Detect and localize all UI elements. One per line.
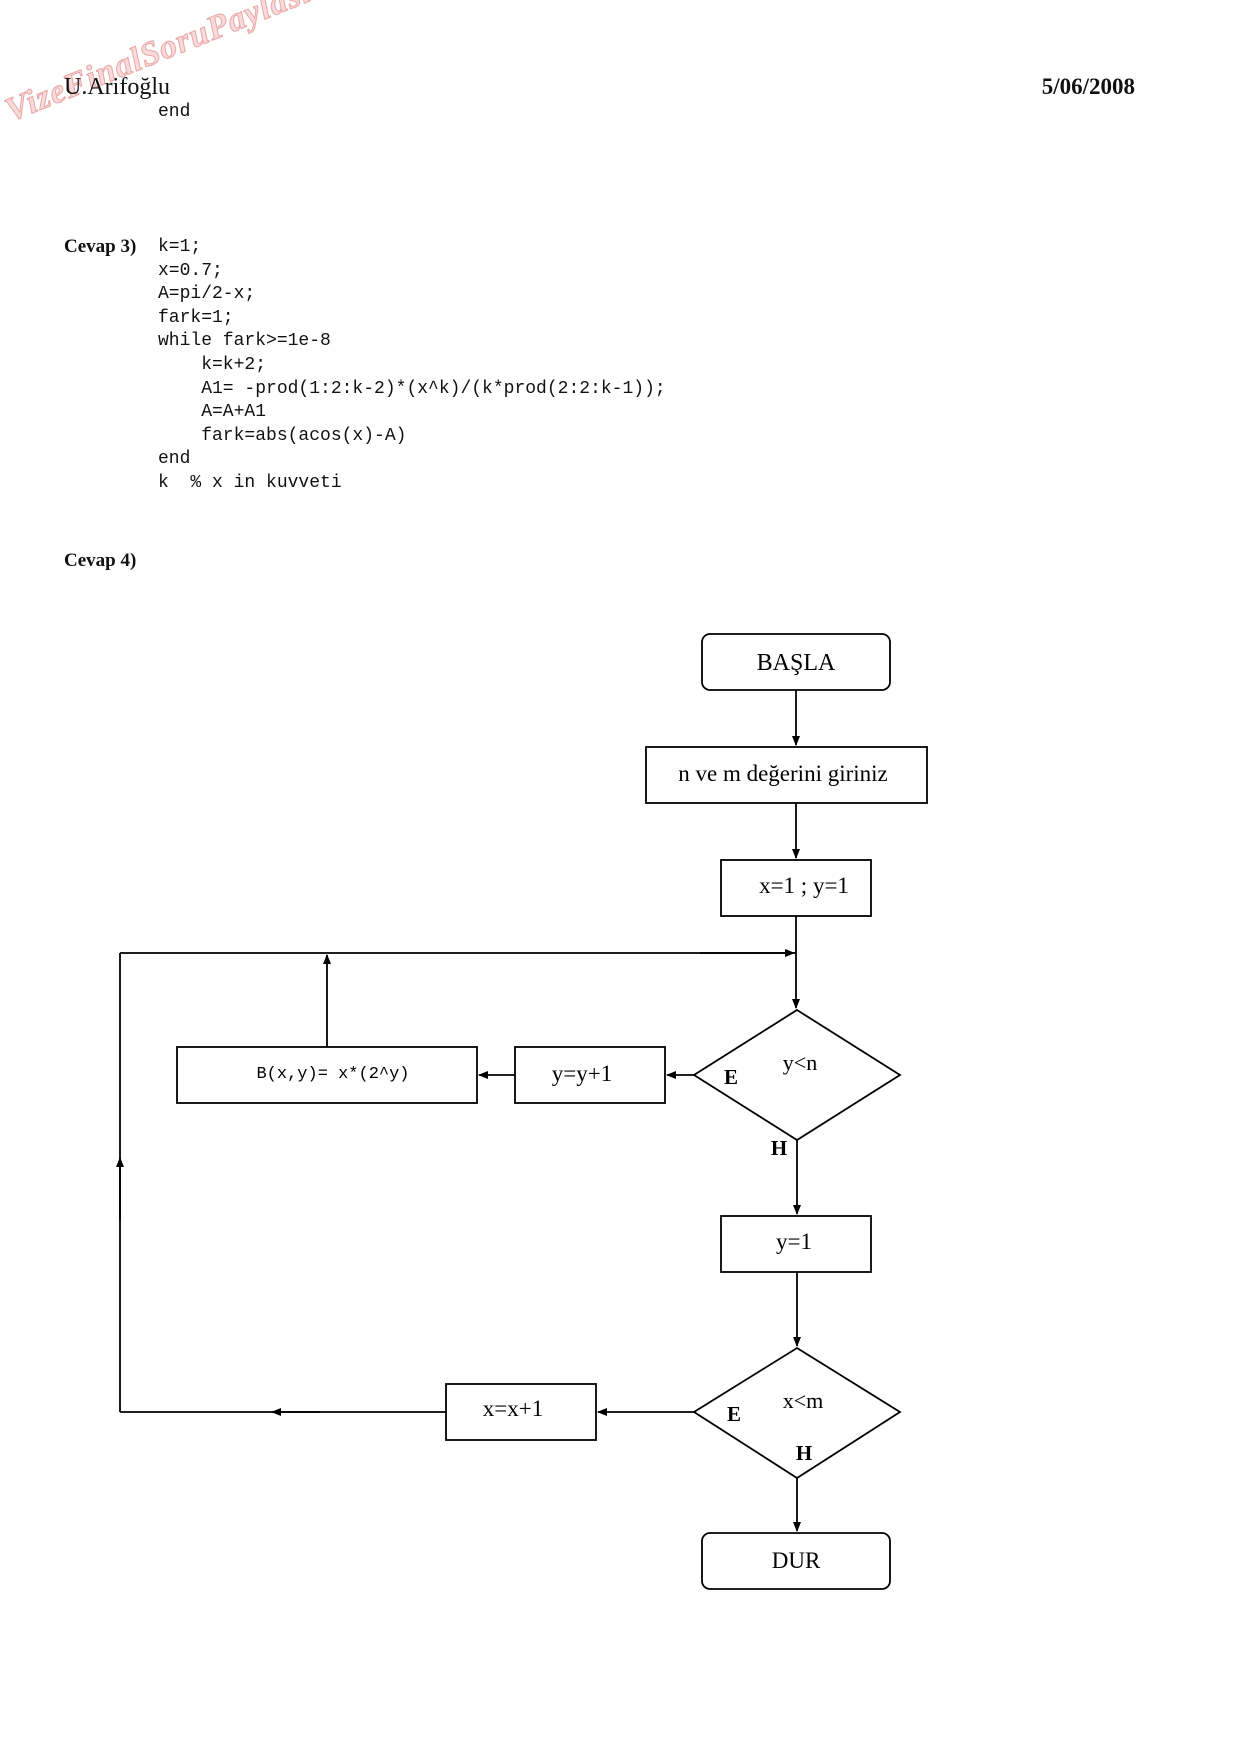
flow-compute-box bbox=[176, 1046, 478, 1104]
flow-inc-x-text: x=x+1 bbox=[483, 1396, 543, 1421]
flow-start-text: BAŞLA bbox=[757, 650, 836, 676]
flow-compute-text: B(x,y)= x*(2^y) bbox=[256, 1065, 409, 1084]
flow-cond-outer-no: H bbox=[796, 1441, 812, 1465]
flow-cond-inner-text: y<n bbox=[783, 1050, 817, 1075]
flow-cond-inner-yes: E bbox=[724, 1065, 738, 1089]
flow-end-text: DUR bbox=[772, 1548, 821, 1573]
answer-4-label: Cevap 4) bbox=[64, 550, 137, 571]
answer-3-code: k=1; x=0.7; A=pi/2-x; fark=1; while fark… bbox=[158, 237, 666, 493]
flow-cond-outer-yes: E bbox=[727, 1402, 741, 1426]
flow-input-text: n ve m değerini giriniz bbox=[678, 761, 888, 786]
flow-inc-y-box bbox=[514, 1046, 666, 1104]
answer-3-label: Cevap 3) bbox=[64, 236, 137, 257]
flow-end-box bbox=[701, 1532, 891, 1590]
previous-code-tail: end bbox=[158, 102, 191, 122]
author-name: U.Arifoğlu bbox=[64, 74, 170, 100]
flow-inc-y-text: y=y+1 bbox=[552, 1061, 612, 1086]
flow-cond-inner-no: H bbox=[771, 1136, 787, 1160]
flow-reset-y-text: y=1 bbox=[776, 1229, 812, 1254]
flow-input-box bbox=[645, 746, 928, 804]
flow-init-text: x=1 ; y=1 bbox=[759, 873, 849, 898]
flow-cond-outer-text: x<m bbox=[783, 1388, 824, 1413]
flow-inc-x-box bbox=[445, 1383, 597, 1441]
document-date: 5/06/2008 bbox=[1041, 74, 1135, 99]
flow-reset-y-box bbox=[720, 1215, 872, 1273]
